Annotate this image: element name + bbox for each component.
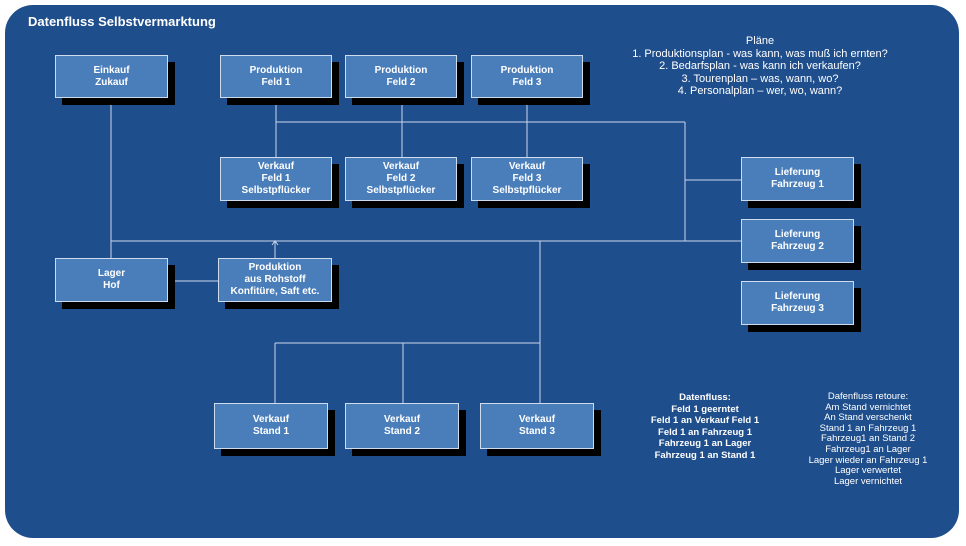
node-produktion-feld-2: Produktion Feld 2 xyxy=(345,55,457,98)
retoure-list: Dafenfluss retoure: Am Stand vernichtet … xyxy=(788,391,948,487)
node-label: Lieferung xyxy=(774,229,821,240)
node-label: Lager xyxy=(97,268,126,279)
node-label: Selbstpflücker xyxy=(241,185,311,196)
datenfluss-heading: Datenfluss: xyxy=(679,392,731,403)
node-label: Produktion xyxy=(374,64,428,76)
node-verkauf-feld-3: Verkauf Feld 3 Selbstpflücker xyxy=(471,157,583,201)
node-label: Verkauf xyxy=(257,161,295,172)
node-produktion-rohstoff: Produktion aus Rohstoff Konfitüre, Saft … xyxy=(218,258,332,302)
retoure-item: Lager verwertet xyxy=(834,465,901,477)
node-label: Fahrzeug 1 xyxy=(771,179,824,190)
node-verkauf-stand-2: Verkauf Stand 2 xyxy=(345,403,459,449)
node-label: Fahrzeug 2 xyxy=(771,241,824,252)
node-label: Lieferung xyxy=(774,291,821,302)
node-label: Stand 3 xyxy=(518,426,556,437)
arrow-to-rohstoff xyxy=(271,240,279,246)
plans-item: 2. Bedarfsplan - was kann ich verkaufen? xyxy=(659,60,861,72)
node-label: Produktion xyxy=(248,262,302,273)
node-label: Stand 1 xyxy=(252,426,290,437)
node-einkauf-zukauf: Einkauf Zukauf xyxy=(55,55,168,98)
node-lieferung-fahrzeug-3: Lieferung Fahrzeug 3 xyxy=(741,281,854,325)
node-lieferung-fahrzeug-1: Lieferung Fahrzeug 1 xyxy=(741,157,854,201)
datenfluss-item: Fahrzeug 1 an Stand 1 xyxy=(654,449,756,461)
datenfluss-item: Fahrzeug 1 an Lager xyxy=(658,438,752,449)
node-label: Produktion xyxy=(249,64,303,76)
plans-item: 4. Personalplan – wer, wo, wann? xyxy=(677,85,843,97)
node-label: Zukauf xyxy=(95,76,128,88)
datenfluss-item: Feld 1 geerntet xyxy=(671,403,739,415)
datenfluss-item: Feld 1 an Fahrzeug 1 xyxy=(658,426,752,438)
node-verkauf-feld-1: Verkauf Feld 1 Selbstpflücker xyxy=(220,157,332,201)
node-label: Konfitüre, Saft etc. xyxy=(230,286,320,297)
node-label: Selbstpflücker xyxy=(492,185,562,196)
node-produktion-feld-1: Produktion Feld 1 xyxy=(220,55,332,98)
datenfluss-list: Datenfluss: Feld 1 geerntet Feld 1 an Ve… xyxy=(620,392,790,461)
plans-heading: Pläne xyxy=(745,35,775,47)
node-label: Feld 1 xyxy=(261,76,291,88)
node-label: Produktion xyxy=(500,64,554,76)
diagram-title: Datenfluss Selbstvermarktung xyxy=(28,14,216,29)
plans-item: 3. Tourenplan – was, wann, wo? xyxy=(681,72,839,85)
plans-item: 1. Produktionsplan - was kann, was muß i… xyxy=(632,47,888,60)
node-label: Verkauf xyxy=(382,161,420,172)
datenfluss-item: Feld 1 an Verkauf Feld 1 xyxy=(650,415,760,426)
retoure-heading: Dafenfluss retoure: xyxy=(827,391,909,402)
node-label: Selbstpflücker xyxy=(366,185,436,196)
node-label: Einkauf xyxy=(93,64,130,76)
node-label: Feld 2 xyxy=(386,76,416,88)
node-label: Feld 1 xyxy=(261,173,291,184)
node-label: Feld 3 xyxy=(512,76,542,88)
node-label: Verkauf xyxy=(252,414,290,425)
node-lieferung-fahrzeug-2: Lieferung Fahrzeug 2 xyxy=(741,219,854,263)
node-label: Verkauf xyxy=(518,414,556,425)
retoure-item: Lager wieder an Fahrzeug 1 xyxy=(808,454,928,466)
node-label: Hof xyxy=(103,280,120,291)
retoure-item: Am Stand vernichtet xyxy=(825,401,911,413)
node-label: Feld 2 xyxy=(386,173,416,184)
retoure-item: Stand 1 an Fahrzeug 1 xyxy=(819,422,917,434)
node-label: Feld 3 xyxy=(512,173,542,184)
plans-list: Pläne 1. Produktionsplan - was kann, was… xyxy=(600,35,920,98)
node-label: aus Rohstoff xyxy=(244,274,306,285)
node-label: Fahrzeug 3 xyxy=(771,303,824,314)
node-verkauf-stand-1: Verkauf Stand 1 xyxy=(214,403,328,449)
node-lager-hof: Lager Hof xyxy=(55,258,168,302)
node-verkauf-feld-2: Verkauf Feld 2 Selbstpflücker xyxy=(345,157,457,201)
node-label: Lieferung xyxy=(774,167,821,178)
node-verkauf-stand-3: Verkauf Stand 3 xyxy=(480,403,594,449)
node-label: Verkauf xyxy=(383,414,421,425)
retoure-item: Fahrzeug1 an Lager xyxy=(825,443,911,455)
retoure-item: Fahrzeug1 an Stand 2 xyxy=(820,433,915,445)
retoure-item: Lager vernichtet xyxy=(833,475,903,487)
node-produktion-feld-3: Produktion Feld 3 xyxy=(471,55,583,98)
retoure-item: An Stand verschenkt xyxy=(824,412,912,424)
node-label: Stand 2 xyxy=(383,426,421,437)
node-label: Verkauf xyxy=(508,161,546,172)
